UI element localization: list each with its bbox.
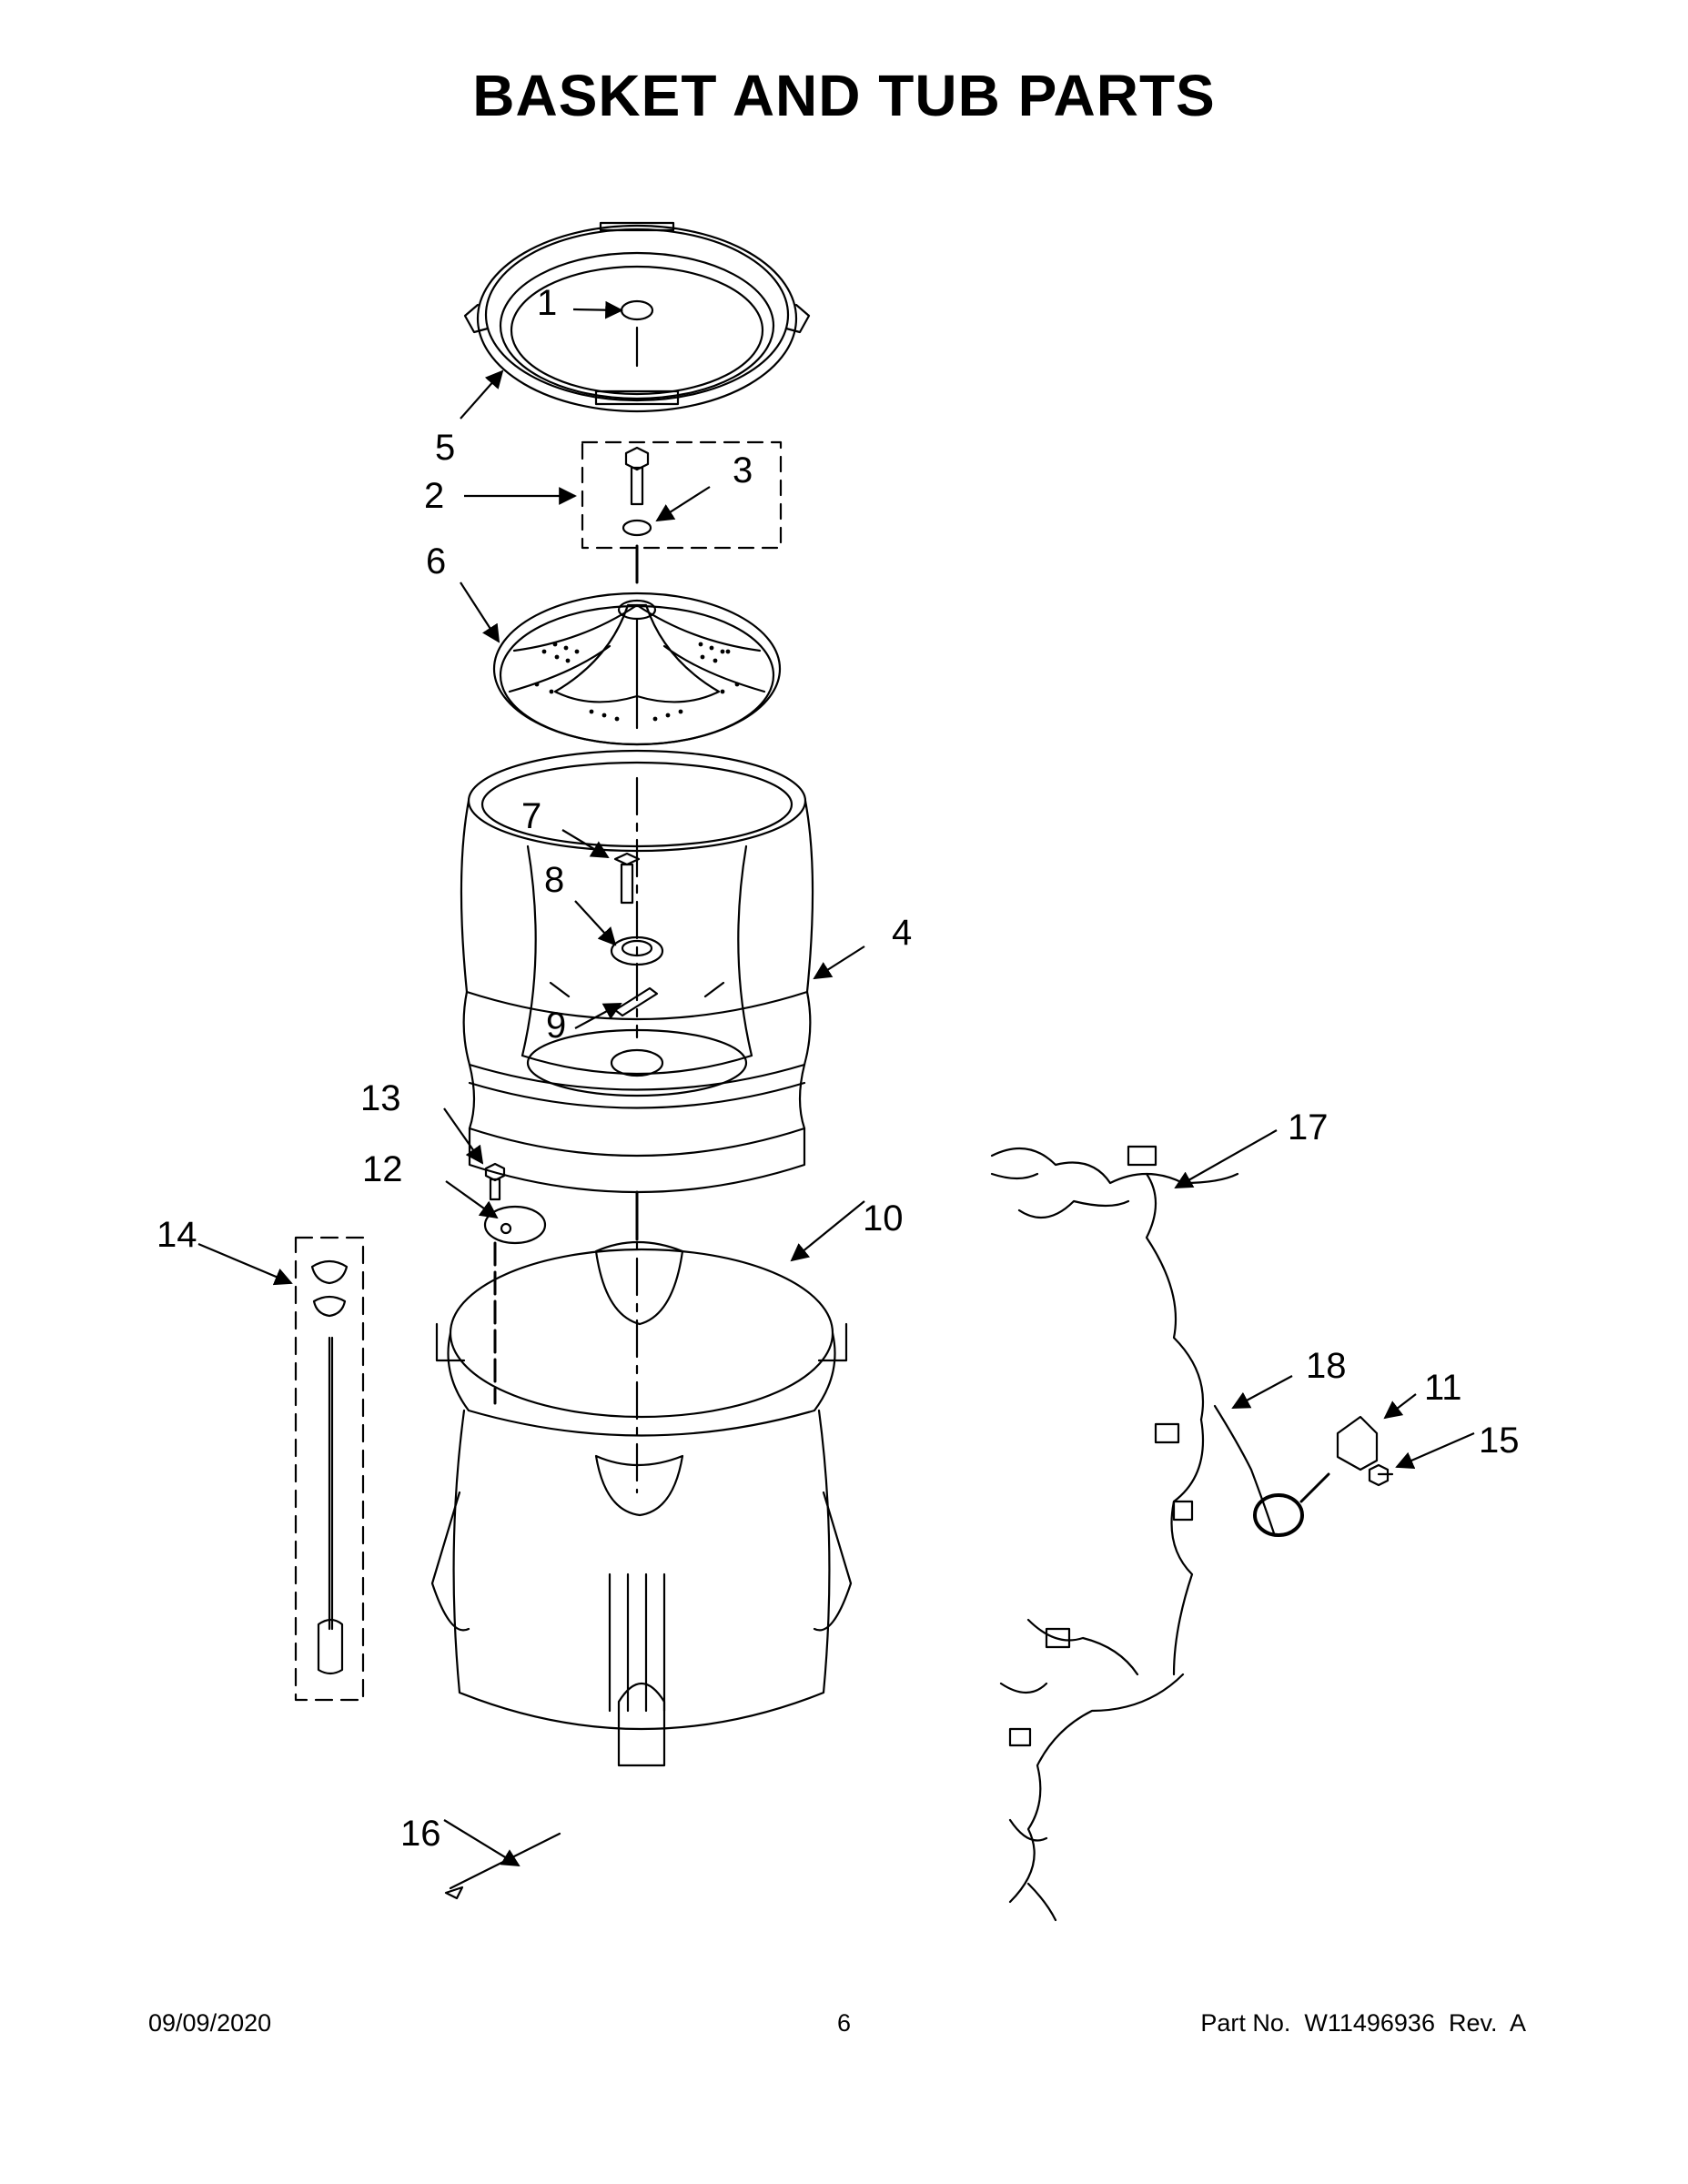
callout-4: 4 — [892, 913, 912, 953]
callout-9: 9 — [546, 1006, 566, 1046]
part-12-bracket — [483, 1205, 547, 1245]
leader-lines — [197, 300, 1475, 1867]
part-15-screw — [1368, 1463, 1394, 1487]
callout-15: 15 — [1479, 1421, 1520, 1461]
part-14-suspension-rod — [310, 1259, 349, 1675]
footer-page-number: 6 — [836, 2009, 852, 2037]
part-18-sensor-lead — [1213, 1404, 1276, 1535]
part-1-cap — [620, 299, 654, 321]
part-5-basket-ring — [463, 221, 811, 413]
callout-labels: 1 2 3 4 5 6 7 8 9 10 11 12 13 14 15 16 1… — [157, 283, 1520, 1854]
part-6-impeller — [492, 592, 782, 746]
callout-7: 7 — [521, 796, 541, 836]
part-17-wire-harness — [990, 1145, 1239, 1922]
part-2-bolt — [624, 446, 650, 506]
callout-17: 17 — [1288, 1107, 1329, 1148]
impeller-holes — [534, 642, 740, 722]
part-13-screw — [484, 1162, 506, 1201]
part-11-clamp — [1336, 1415, 1379, 1471]
callout-12: 12 — [362, 1149, 403, 1189]
callout-14: 14 — [157, 1215, 197, 1255]
part-3-washer — [622, 519, 652, 537]
callout-3: 3 — [733, 450, 753, 490]
page-title: BASKET AND TUB PARTS — [472, 63, 1216, 128]
callout-6: 6 — [426, 541, 446, 581]
part-2-kit-box — [581, 440, 783, 550]
callout-8: 8 — [544, 860, 564, 900]
callout-16: 16 — [400, 1814, 441, 1854]
part-16-probe — [444, 1832, 561, 1900]
callout-10: 10 — [863, 1198, 904, 1239]
clamp-highlight-circle — [1253, 1493, 1304, 1537]
footer-date: 09/09/2020 — [148, 2009, 272, 2037]
part-14-kit-box — [294, 1236, 365, 1702]
callout-1: 1 — [537, 283, 557, 323]
part-10-outer-tub — [430, 1240, 853, 1767]
callout-13: 13 — [360, 1078, 401, 1118]
callout-18: 18 — [1306, 1346, 1347, 1386]
callout-2: 2 — [424, 476, 444, 516]
part-7-screw — [613, 852, 641, 905]
footer-part-number: Part No. W11496936 Rev. A — [1200, 2009, 1526, 2037]
callout-5: 5 — [435, 428, 455, 468]
callout-11: 11 — [1424, 1368, 1462, 1408]
